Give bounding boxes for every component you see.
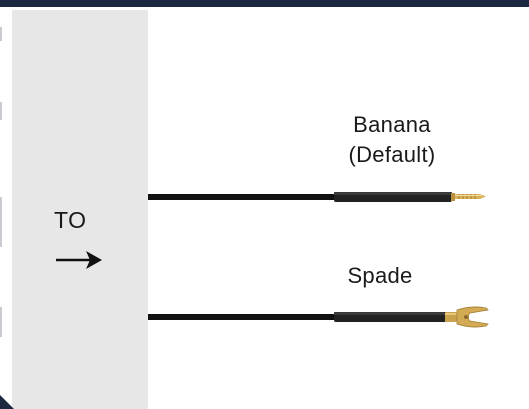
left-strip xyxy=(0,7,12,409)
spade-cable xyxy=(148,306,489,328)
spade-lug-icon xyxy=(445,306,489,328)
edge-mark xyxy=(0,307,2,337)
corner-triangle xyxy=(0,395,14,409)
banana-label-line2: (Default) xyxy=(348,142,436,167)
banana-plug-icon xyxy=(455,194,486,199)
spade-label: Spade xyxy=(320,261,440,291)
banana-label: Banana (Default) xyxy=(322,110,462,170)
source-panel xyxy=(12,10,148,409)
edge-mark xyxy=(0,102,2,120)
edge-mark xyxy=(0,27,2,41)
to-label: TO xyxy=(54,207,87,233)
header-band xyxy=(0,0,529,7)
banana-collar xyxy=(451,193,455,201)
banana-label-line1: Banana xyxy=(353,112,431,137)
right-arrow-icon xyxy=(56,251,102,269)
banana-cable xyxy=(148,192,486,202)
spade-label-line1: Spade xyxy=(347,263,413,288)
edge-mark xyxy=(0,197,2,247)
